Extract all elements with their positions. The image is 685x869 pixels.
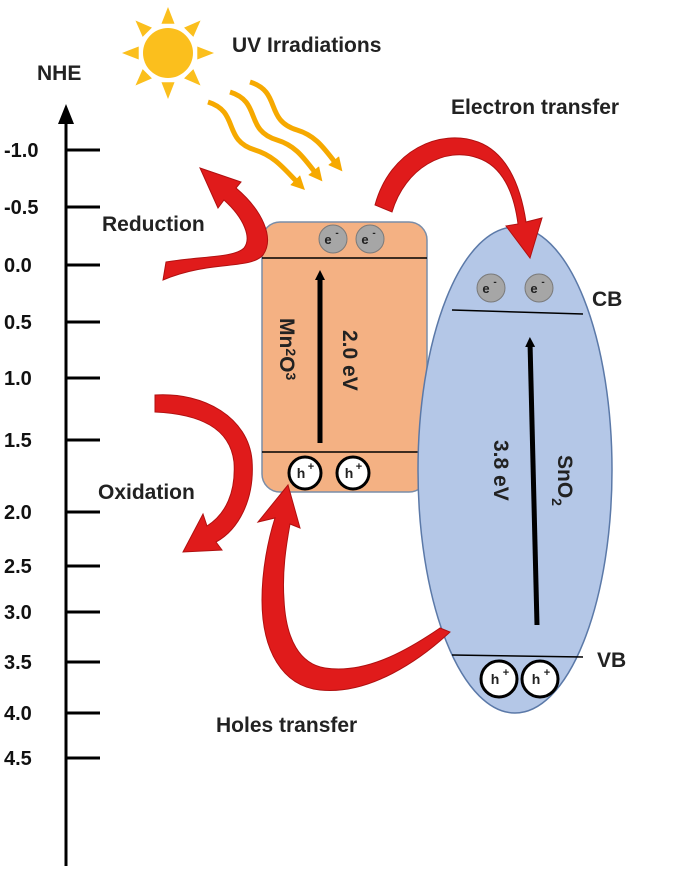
sun-ray	[184, 69, 201, 86]
svg-text:h: h	[491, 671, 500, 687]
sno2-ellipse	[417, 226, 613, 714]
svg-text:e: e	[530, 281, 537, 296]
mn2o3-electron-1: e -	[318, 224, 348, 254]
sun-ray	[184, 20, 201, 37]
svg-text:+: +	[544, 667, 550, 679]
axis-tick-label: 0.0	[4, 255, 32, 277]
oxidation-label: Oxidation	[98, 481, 195, 504]
sno2-formula: SnO2	[549, 455, 576, 506]
svg-text:-: -	[372, 228, 375, 239]
axis-tick-label: 0.5	[4, 312, 32, 334]
electron-transfer-arrow	[374, 137, 543, 260]
axis-tick-label: 2.5	[4, 556, 32, 578]
electron-transfer-label: Electron transfer	[451, 96, 619, 119]
sno2-vb-line	[451, 654, 584, 658]
cb-label: CB	[592, 288, 622, 311]
axis-tick-label: 4.0	[4, 703, 32, 725]
sun-ray	[135, 20, 152, 37]
mn2o3-block: e - e - h + h + 2.0 eV Mn2O3	[261, 221, 428, 493]
sun-ray	[197, 46, 214, 60]
sno2-cb-line	[451, 309, 584, 315]
holes-transfer-label: Holes transfer	[216, 714, 357, 737]
uv-label: UV Irradiations	[232, 34, 381, 57]
svg-text:+: +	[308, 461, 314, 473]
sno2-hole-2: h +	[520, 659, 560, 699]
mn2o3-rect	[261, 221, 428, 493]
sno2-electron-1: e -	[476, 273, 506, 303]
svg-text:e: e	[361, 232, 368, 247]
axis-tick-label: 3.0	[4, 602, 32, 624]
sno2-hole-1: h +	[479, 659, 519, 699]
svg-text:e: e	[482, 281, 489, 296]
sun-ray	[161, 7, 175, 24]
sno2-gap-arrow	[525, 337, 540, 626]
nhe-axis: NHE	[37, 62, 81, 866]
sno2-electron-2: e -	[524, 273, 554, 303]
svg-text:h: h	[297, 465, 306, 481]
svg-text:-: -	[541, 277, 544, 288]
mn2o3-hole-1: h +	[287, 455, 323, 491]
mn2o3-electron-2: e -	[355, 224, 385, 254]
sno2-gap-label: 3.8 eV	[489, 440, 512, 501]
mn2o3-gap-label: 2.0 eV	[338, 330, 361, 391]
axis-tick-label: 4.5	[4, 748, 32, 770]
reduction-arrow	[162, 167, 268, 281]
svg-text:h: h	[345, 465, 354, 481]
svg-text:+: +	[503, 667, 509, 679]
svg-text:+: +	[356, 461, 362, 473]
axis-tick-label: -0.5	[4, 197, 38, 219]
mn2o3-hole-2: h +	[335, 455, 371, 491]
axis-label: NHE	[37, 62, 81, 85]
sno2-block: e - e - h + h + SnO2 3.8 eV	[417, 226, 613, 714]
axis-ticks: -1.0 -0.5 0.0 0.5 1.0 1.5 2.0 2.5 3.0 3.5 4.0 4.5	[4, 140, 100, 770]
axis-tick-label: 3.5	[4, 652, 32, 674]
axis-arrowhead	[58, 104, 74, 124]
holes-transfer-arrow	[256, 483, 451, 691]
uv-rays	[207, 79, 343, 190]
sun-ray	[135, 69, 152, 86]
axis-tick-label: 1.5	[4, 430, 32, 452]
oxidation-arrow	[154, 394, 253, 553]
axis-tick-label: -1.0	[4, 140, 38, 162]
mn2o3-formula: Mn2O3	[275, 318, 299, 380]
axis-tick-label: 2.0	[4, 502, 32, 524]
vb-label: VB	[597, 649, 626, 672]
sun-ray	[161, 82, 175, 99]
axis-tick-label: 1.0	[4, 368, 32, 390]
svg-text:-: -	[335, 228, 338, 239]
sun-icon	[122, 7, 214, 99]
sun-ray	[122, 46, 139, 60]
svg-text:h: h	[532, 671, 541, 687]
svg-text:e: e	[324, 232, 331, 247]
svg-text:-: -	[493, 277, 496, 288]
reduction-label: Reduction	[102, 213, 205, 236]
